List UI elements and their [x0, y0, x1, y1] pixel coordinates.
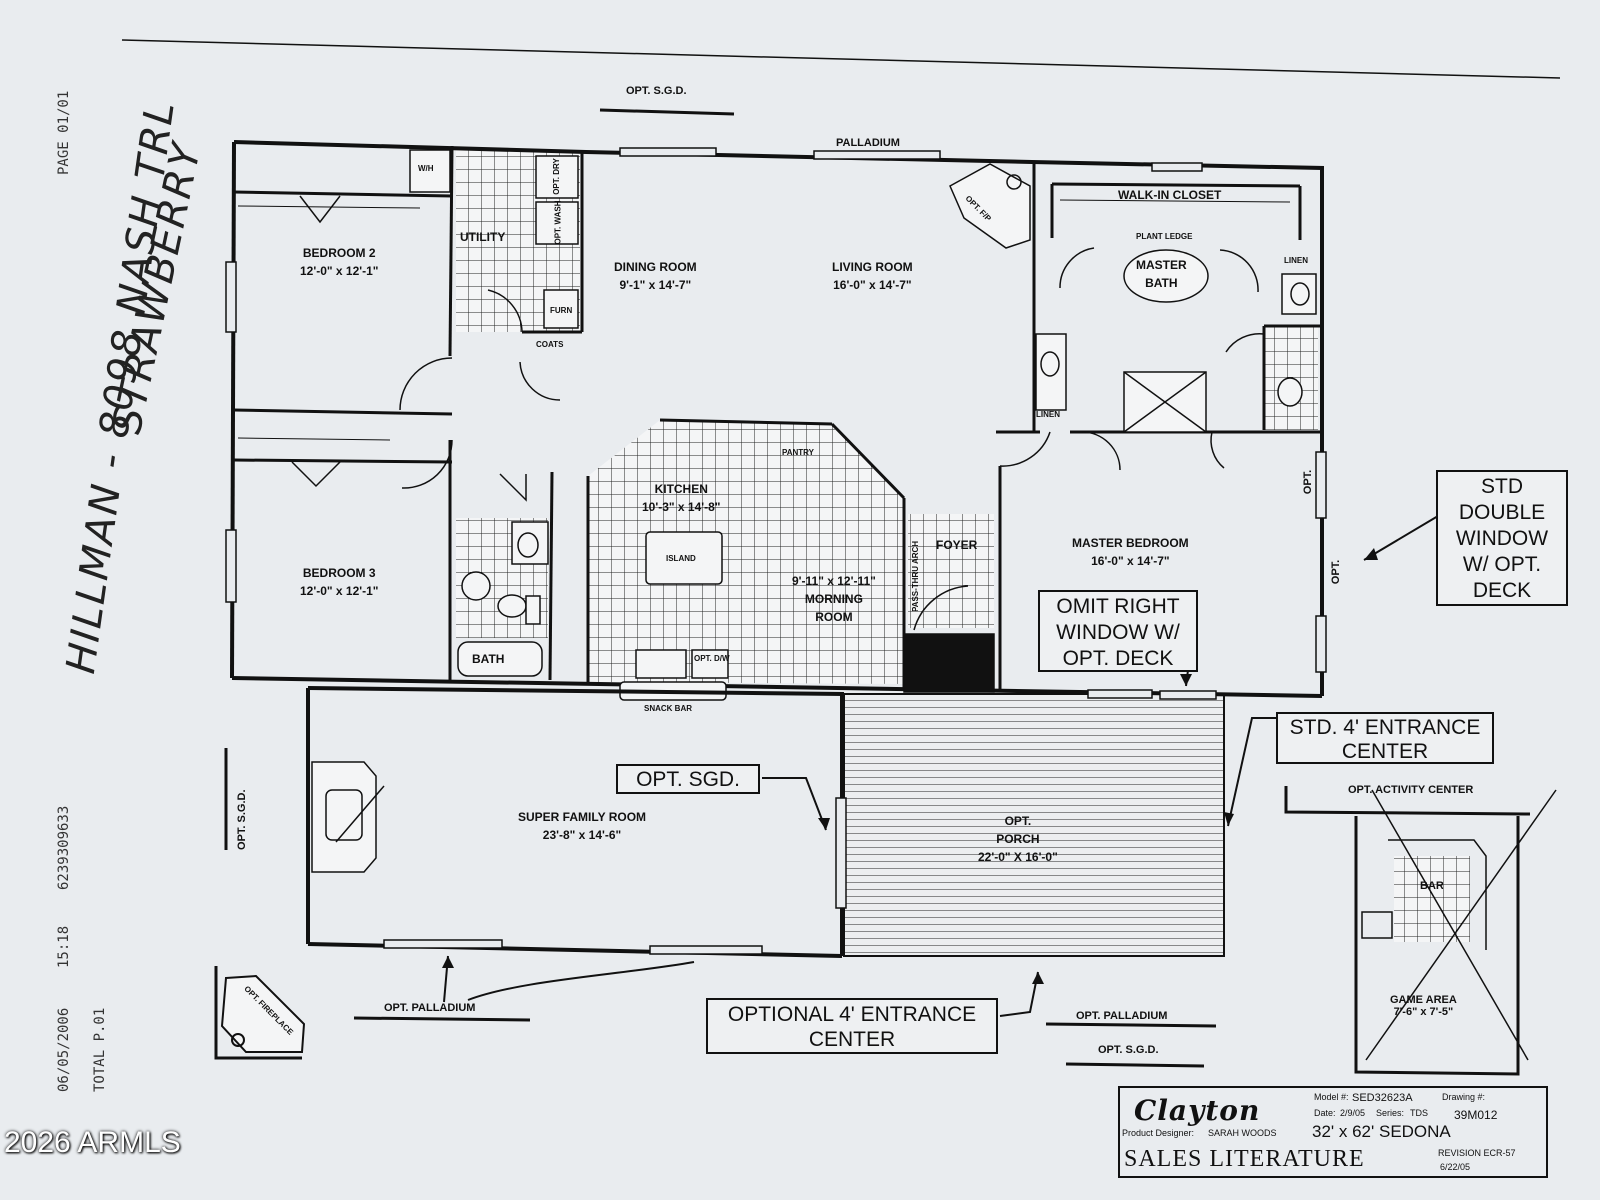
label-opt-sgd-bottom: OPT. S.G.D. — [1098, 1044, 1159, 1056]
model-label: Model #: — [1314, 1092, 1349, 1102]
series-value: TDS — [1410, 1108, 1428, 1118]
designer-value: SARAH WOODS — [1208, 1128, 1277, 1138]
fax-total: TOTAL P.01 — [92, 1007, 108, 1092]
label-opt-right-2: OPT. — [1330, 559, 1343, 585]
revision-date: 6/22/05 — [1440, 1162, 1471, 1172]
corner-fireplace-bottom — [214, 966, 306, 1060]
opt-marker-bars — [224, 108, 1217, 1068]
door-swings — [291, 195, 1265, 631]
callout-std-double-window: STD DOUBLE WINDOW W/ OPT. DECK — [1436, 470, 1568, 606]
label-pass-thru-arch: PASS-THRU ARCH — [911, 540, 921, 613]
label-linen-2: LINEN — [1036, 410, 1060, 419]
label-opt-wash: OPT. WASH — [553, 200, 563, 245]
series-label: Series: — [1376, 1108, 1405, 1118]
drawing-number: 39M012 — [1454, 1108, 1498, 1122]
interior-walls — [233, 145, 1322, 692]
fax-date: 06/05/2006 — [56, 1007, 72, 1092]
master-bath-fixtures — [1035, 249, 1317, 433]
room-foyer: FOYER — [936, 538, 978, 552]
windows — [225, 147, 1327, 700]
porch-deck — [843, 693, 1225, 957]
label-opt-sgd-top: OPT. S.G.D. — [626, 85, 687, 97]
label-linen-1: LINEN — [1284, 256, 1308, 265]
fax-page-label: PAGE 01/01 — [56, 90, 72, 175]
arrowheads — [442, 548, 1378, 984]
activity-center — [1284, 786, 1557, 1076]
label-opt-dry: OPT. DRY — [551, 158, 561, 195]
listing-watermark: 2026 ARMLS — [4, 1126, 181, 1159]
corner-fireplace-top — [949, 163, 1031, 249]
date-label: Date: — [1314, 1108, 1336, 1118]
bath-fixtures — [457, 521, 549, 677]
sales-literature: SALES LITERATURE — [1124, 1146, 1365, 1172]
closet-shelves — [237, 199, 1291, 441]
home-size-model: 32' x 62' SEDONA — [1312, 1122, 1451, 1141]
label-plant-ledge: PLANT LEDGE — [1136, 232, 1193, 241]
label-wh: W/H — [418, 164, 434, 173]
revision-label: REVISION ECR-57 — [1438, 1148, 1516, 1158]
label-furn: FURN — [550, 306, 573, 315]
fax-time: 15:18 — [56, 925, 72, 968]
label-coats: COATS — [536, 340, 564, 349]
header-rule — [121, 39, 1561, 79]
label-opt-dw: OPT. D/W — [694, 654, 730, 663]
label-opt-right-1: OPT. — [1302, 469, 1315, 495]
laundry-appliances — [409, 149, 579, 329]
title-block: Clayton Model #: SED32623A Drawing #: 39… — [1118, 1086, 1548, 1178]
family-room-fireplace — [311, 761, 385, 873]
room-walk-in-closet: WALK-IN CLOSET — [1118, 188, 1222, 202]
room-bath: BATH — [472, 652, 505, 666]
drawing-label: Drawing #: — [1442, 1092, 1486, 1102]
callout-opt-sgd: OPT. SGD. — [616, 764, 760, 794]
label-pantry: PANTRY — [782, 448, 814, 457]
clayton-logo: Clayton — [1134, 1094, 1261, 1127]
room-utility: UTILITY — [460, 230, 506, 244]
kitchen-tile-floor — [588, 420, 904, 684]
label-palladium-top: PALLADIUM — [836, 137, 900, 149]
foyer-tile-floor — [908, 514, 994, 628]
fax-number: 6239309633 — [56, 805, 72, 890]
date-value: 2/9/05 — [1340, 1108, 1366, 1118]
room-bar: BAR — [1420, 880, 1444, 892]
callout-omit-right-window: OMIT RIGHT WINDOW W/ OPT. DECK — [1038, 590, 1198, 672]
label-opt-palladium-left: OPT. PALLADIUM — [384, 1002, 476, 1014]
callout-std-entrance-center: STD. 4' ENTRANCE CENTER — [1276, 712, 1494, 764]
label-snack-bar: SNACK BAR — [644, 704, 692, 713]
designer-label: Product Designer: — [1122, 1128, 1195, 1138]
label-island: ISLAND — [666, 554, 696, 563]
family-room-windows — [383, 797, 847, 955]
callout-optional-entrance-center: OPTIONAL 4' ENTRANCE CENTER — [706, 998, 998, 1054]
bar-tile-floor — [1394, 856, 1470, 942]
label-opt-palladium-right: OPT. PALLADIUM — [1076, 1010, 1168, 1022]
label-opt-sgd-left: OPT. S.G.D. — [236, 789, 248, 850]
label-opt-activity-center: OPT. ACTIVITY CENTER — [1348, 784, 1474, 796]
model-number: SED32623A — [1352, 1092, 1413, 1104]
